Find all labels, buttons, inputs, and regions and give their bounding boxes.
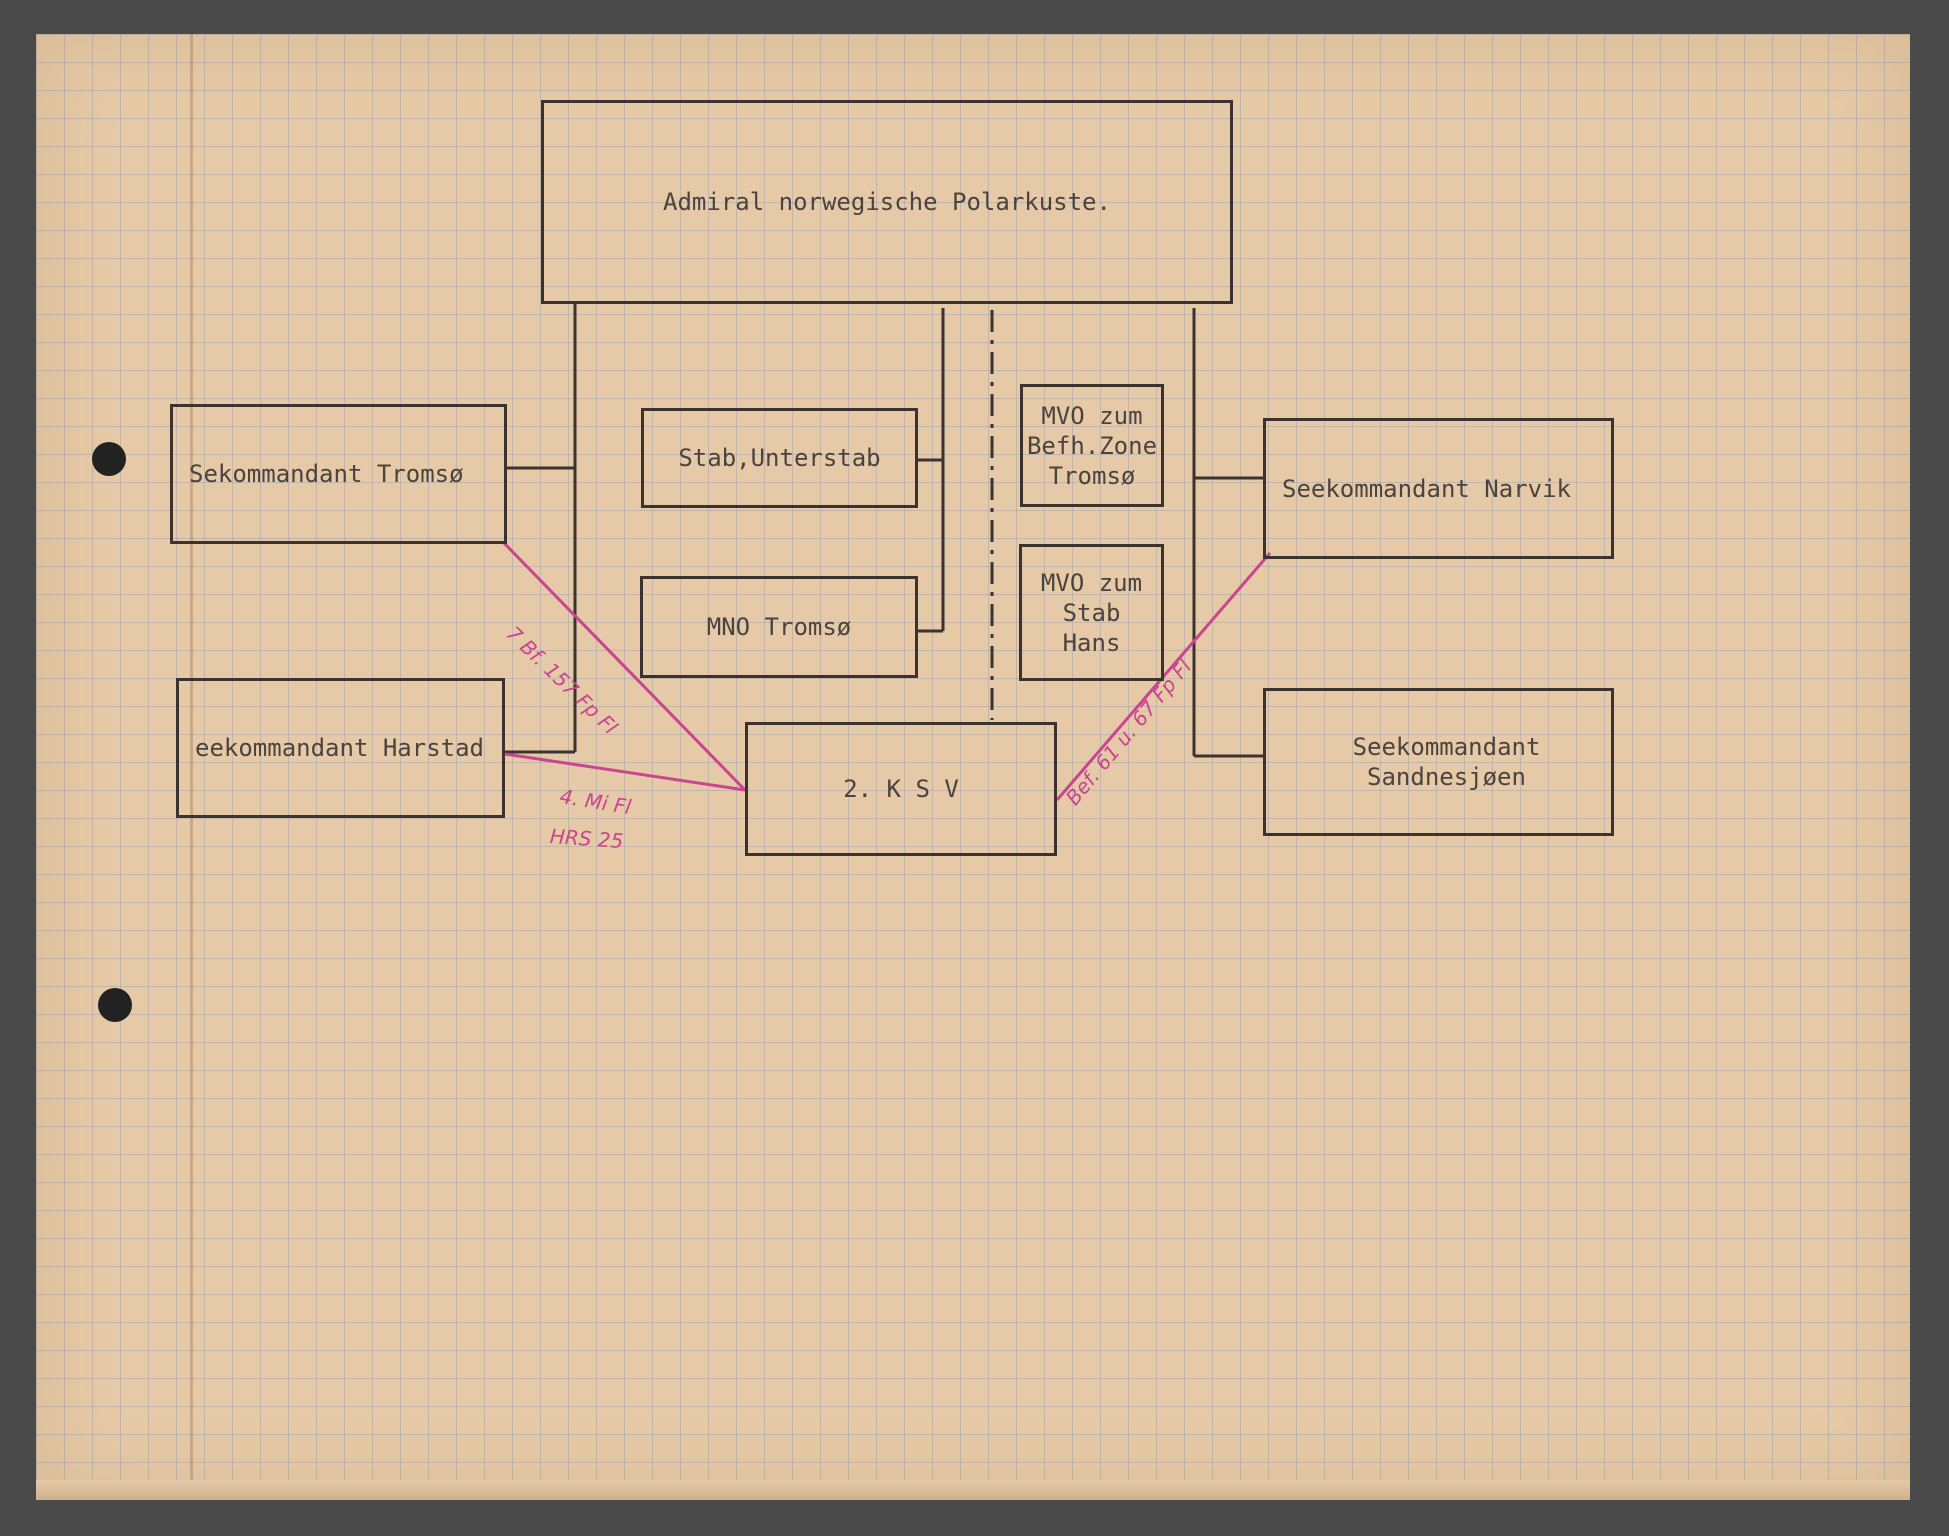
node-mno-tromso-label: MNO Tromsø	[706, 613, 852, 641]
pink-line-harstad-ksv	[504, 752, 746, 792]
torn-paper-edge	[36, 1480, 1910, 1500]
node-seekommandant-harstad: eekommandant Harstad	[176, 678, 505, 818]
node-stab-unterstab-label: Stab,Unterstab	[678, 444, 881, 472]
node-stab-unterstab: Stab,Unterstab	[641, 408, 918, 508]
annotation-harstad-link-2: HRS 25	[549, 824, 625, 854]
graph-paper-sheet	[36, 34, 1910, 1494]
node-mno-tromso: MNO Tromsø	[640, 576, 918, 678]
node-sekommandant-tromso: Sekommandant Tromsø	[170, 404, 507, 544]
node-2-ksv-label: 2. K S V	[843, 775, 959, 803]
node-mvo-befh-zone-label: MVO zum Befh.Zone Tromsø	[1026, 401, 1158, 490]
node-2-ksv: 2. K S V	[745, 722, 1057, 856]
node-seekommandant-sandnessjoen: Seekommandant Sandnesjøen	[1263, 688, 1614, 836]
pink-line-tromso-ksv	[501, 540, 747, 792]
node-sekommandant-tromso-label: Sekommandant Tromsø	[189, 460, 464, 488]
punch-hole-bottom	[98, 988, 132, 1022]
node-seekommandant-harstad-label: eekommandant Harstad	[195, 734, 484, 762]
punch-hole-top	[92, 442, 126, 476]
node-admiral-label: Admiral norwegische Polarkuste.	[663, 188, 1111, 216]
node-mvo-stab-hans: MVO zum Stab Hans	[1019, 544, 1164, 681]
paper-fold-line	[190, 34, 193, 1484]
node-seekommandant-narvik: Seekommandant Narvik	[1263, 418, 1614, 559]
black-connectors	[505, 304, 1263, 758]
node-mvo-befh-zone: MVO zum Befh.Zone Tromsø	[1020, 384, 1164, 507]
node-seekommandant-sandnessjoen-label: Seekommandant Sandnesjøen	[1352, 733, 1541, 791]
node-seekommandant-narvik-label: Seekommandant Narvik	[1282, 474, 1571, 503]
node-mvo-stab-hans-label: MVO zum Stab Hans	[1040, 568, 1143, 657]
node-admiral: Admiral norwegische Polarkuste.	[541, 100, 1233, 304]
